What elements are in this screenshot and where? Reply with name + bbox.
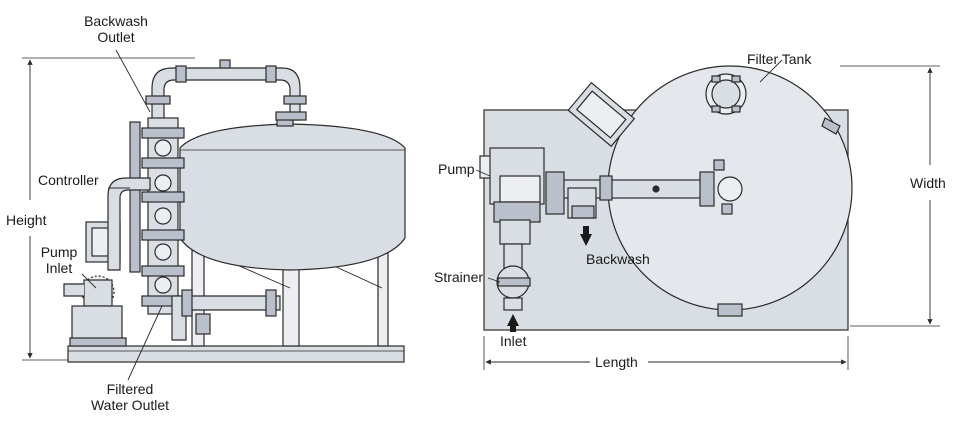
pump-side [63, 275, 127, 347]
pump-inlet-line2: Inlet [45, 260, 73, 276]
filtered-water-outlet-line2: Water Outlet [90, 397, 170, 413]
pump-inlet-line1: Pump [40, 244, 78, 260]
strainer-top [496, 243, 531, 311]
inlet-label: Inlet [500, 333, 527, 349]
backwash-label: Backwash [586, 251, 650, 267]
side-view [22, 49, 406, 381]
controller-label: Controller [38, 172, 99, 188]
backwash-outlet-line1: Backwash [84, 13, 148, 29]
backwash-outlet-line2: Outlet [97, 29, 135, 45]
pump-label: Pump [438, 161, 475, 177]
backwash-arrow [580, 234, 592, 246]
height-dimension [22, 57, 195, 361]
top-view [475, 59, 940, 370]
inlet-arrow [507, 314, 519, 326]
height-label: Height [6, 212, 47, 228]
filter-tank-label: Filter Tank [747, 51, 812, 67]
filter-tank-side [179, 123, 406, 271]
base-skid [67, 345, 405, 363]
manway [705, 73, 747, 115]
length-dimension [483, 336, 849, 370]
filtered-water-outlet-line1: Filtered [106, 381, 154, 397]
pump-inlet-pipe [107, 177, 151, 271]
pump-top [479, 147, 545, 245]
pump-inlet-label: Pump Inlet [30, 244, 88, 276]
width-dimension [840, 65, 940, 327]
strainer-label: Strainer [434, 269, 484, 285]
controller-top [567, 81, 636, 148]
length-label: Length [595, 354, 638, 370]
backwash-outlet-label: Backwash Outlet [76, 13, 156, 45]
width-label: Width [910, 175, 946, 191]
filtered-water-outlet-label: Filtered Water Outlet [70, 381, 190, 413]
